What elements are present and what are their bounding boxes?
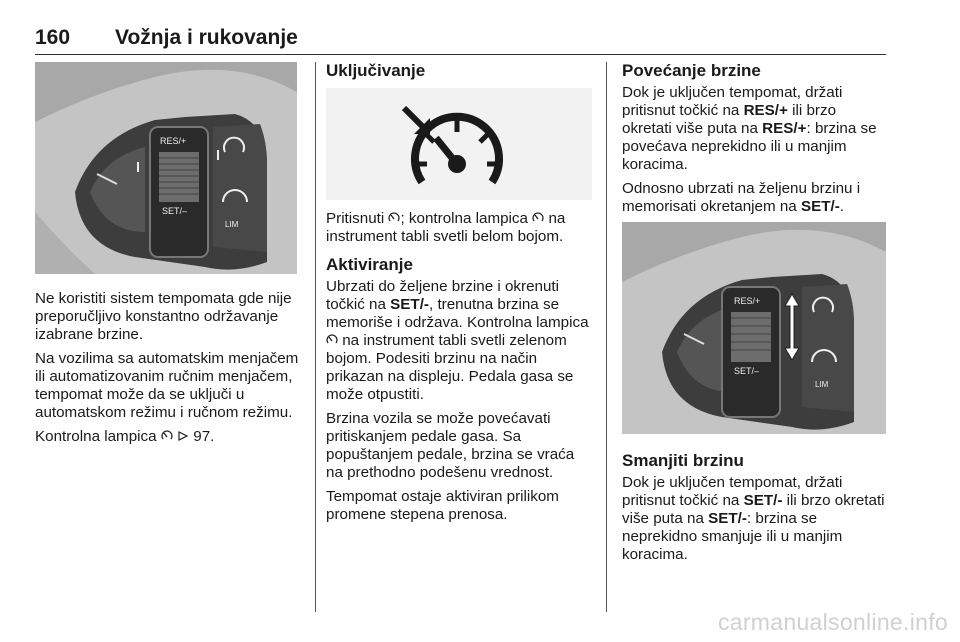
cruise-control-icon	[326, 334, 338, 344]
paragraph: Brzina vozila se može povećavati pritisk…	[326, 410, 575, 481]
paragraph: Ubrzati do željene brzine i okrenuti toč…	[326, 278, 589, 403]
page-reference-icon	[178, 431, 189, 441]
section-heading: Smanjiti brzinu	[622, 451, 744, 470]
paragraph: Tempomat ostaje aktiviran prilikom prome…	[326, 488, 559, 523]
steering-wheel-controls-figure: RES/+ SET/– LIM	[622, 222, 886, 434]
paragraph: Ne koristiti sistem tempomata gde nije p…	[35, 290, 292, 343]
section-heading: Povećanje brzine	[622, 61, 761, 80]
column-divider	[606, 62, 607, 612]
cruise-control-icon	[388, 212, 401, 222]
svg-text:LIM: LIM	[225, 220, 239, 229]
steering-wheel-controls-figure: RES/+ SET/– LIM	[35, 62, 297, 274]
page-header: 160 Vožnja i rukovanje	[35, 22, 886, 55]
page-title: Vožnja i rukovanje	[115, 26, 298, 49]
cruise-control-icon	[532, 212, 544, 222]
cruise-control-icon	[161, 430, 173, 440]
paragraph: Dok je uključen tempomat, držati pritisn…	[622, 474, 885, 563]
paragraph: Odnosno ubrzati na željenu brzinu i memo…	[622, 180, 861, 215]
paragraph: Kontrolna lampica 97.	[35, 428, 215, 445]
paragraph: Pritisnuti ; kontrolna lampica na instru…	[326, 210, 566, 245]
paragraph: Na vozilima sa automatskim menjačem ili …	[35, 350, 299, 421]
svg-text:SET/–: SET/–	[162, 206, 187, 216]
paragraph: Dok je uključen tempomat, držati pritisn…	[622, 84, 877, 173]
cruise-control-figure	[326, 88, 592, 200]
column-middle: Uključivanje Pritisnuti ; kontrolna lamp…	[326, 62, 594, 530]
column-left: RES/+ SET/– LIM Ne koristiti sistem temp…	[35, 62, 305, 452]
page-number: 160	[35, 26, 71, 49]
svg-text:RES/+: RES/+	[160, 136, 186, 146]
watermark: carmanualsonline.info	[717, 609, 948, 635]
svg-text:LIM: LIM	[815, 380, 829, 389]
column-divider	[315, 62, 316, 612]
column-right: Povećanje brzine Dok je uključen tempoma…	[622, 62, 888, 570]
section-heading: Aktiviranje	[326, 255, 413, 274]
section-heading: Uključivanje	[326, 61, 426, 80]
svg-text:RES/+: RES/+	[734, 296, 760, 306]
svg-text:SET/–: SET/–	[734, 366, 759, 376]
